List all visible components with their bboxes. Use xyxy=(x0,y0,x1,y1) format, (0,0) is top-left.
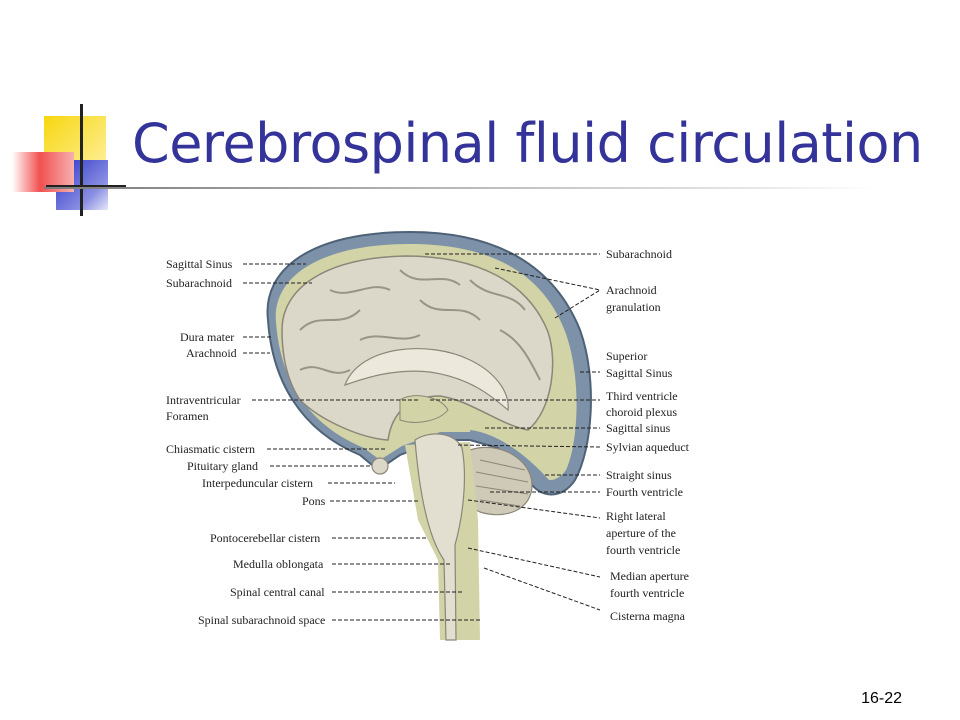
label-sylvian-aqueduct: Sylvian aqueduct xyxy=(606,440,690,454)
label-sagittal-sinus-right: Sagittal sinus xyxy=(606,421,671,435)
label-subarachnoid-right: Subarachnoid xyxy=(606,247,672,261)
label-straight-sinus: Straight sinus xyxy=(606,468,672,482)
label-right-lateral: Right lateral xyxy=(606,509,666,523)
label-dura-mater: Dura mater xyxy=(180,330,234,344)
label-aperture-of-the: aperture of the xyxy=(606,526,676,540)
left-labels: Sagittal Sinus Subarachnoid Dura mater A… xyxy=(166,257,326,627)
label-subarachnoid-left: Subarachnoid xyxy=(166,276,232,290)
right-labels: Subarachnoid Arachnoid granulation Super… xyxy=(606,247,690,623)
label-choroid-plexus: choroid plexus xyxy=(606,405,677,419)
label-arachnoid-granulation-2: granulation xyxy=(606,300,661,314)
brainstem xyxy=(414,433,466,641)
label-foramen: Foramen xyxy=(166,409,209,423)
label-pontocerebellar-cistern: Pontocerebellar cistern xyxy=(210,531,320,545)
straight-sinus xyxy=(469,430,557,492)
deco-horizontal-line xyxy=(46,185,126,187)
label-sagittal-sinus: Sagittal Sinus xyxy=(166,257,233,271)
label-intraventricular: Intraventricular xyxy=(166,393,241,407)
label-spinal-central-canal: Spinal central canal xyxy=(230,585,325,599)
right-leader-lines xyxy=(425,253,601,611)
slide-number: 16-22 xyxy=(861,690,902,707)
pituitary-gland xyxy=(371,457,389,475)
label-arachnoid-left: Arachnoid xyxy=(186,346,237,360)
third-ventricle xyxy=(399,395,449,423)
label-spinal-subarachnoid-space: Spinal subarachnoid space xyxy=(198,613,325,627)
label-pons: Pons xyxy=(302,494,326,508)
label-superior-sagittal-sinus: Sagittal Sinus xyxy=(606,366,673,380)
label-medulla-oblongata: Medulla oblongata xyxy=(233,557,324,571)
left-leader-lines xyxy=(243,263,482,621)
label-chiasmatic-cistern: Chiasmatic cistern xyxy=(166,442,255,456)
label-fourth-ventricle: Fourth ventricle xyxy=(606,485,683,499)
corpus-callosum xyxy=(343,347,509,412)
cerebellum-folia xyxy=(475,459,529,507)
label-superior: Superior xyxy=(606,349,647,363)
label-fourth-ventricle-3: fourth ventricle xyxy=(610,586,684,600)
label-median-aperture: Median aperture xyxy=(610,569,689,583)
label-arachnoid-granulation-1: Arachnoid xyxy=(606,283,657,297)
label-cisterna-magna: Cisterna magna xyxy=(610,609,686,623)
title-underline xyxy=(44,187,874,189)
label-fourth-ventricle-2: fourth ventricle xyxy=(606,543,680,557)
label-interpeduncular-cistern: Interpeduncular cistern xyxy=(202,476,313,490)
label-pituitary-gland: Pituitary gland xyxy=(187,459,258,473)
label-third-ventricle: Third ventricle xyxy=(606,389,678,403)
slide-title: Cerebrospinal fluid circulation xyxy=(132,112,923,175)
deco-vertical-line xyxy=(80,104,83,216)
gyri xyxy=(299,269,541,381)
